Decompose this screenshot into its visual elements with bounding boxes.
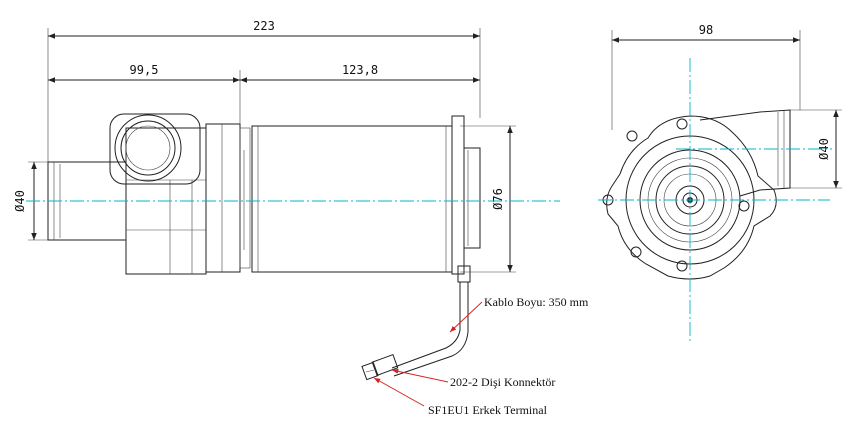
side-view: 223 99,5 123,8 Ø40 Ø76	[13, 19, 589, 417]
dimension-label-98: 98	[699, 23, 713, 37]
dimension-label-o76: Ø76	[491, 188, 505, 210]
dimension-pump-head: 99,5	[48, 63, 240, 83]
dimension-label-inlet-o40: Ø40	[13, 190, 27, 212]
cable	[391, 282, 469, 377]
dimension-outlet-diameter: Ø40	[817, 110, 839, 188]
outlet-boss	[109, 113, 201, 185]
female-connector	[371, 354, 399, 376]
dimension-motor-length: 123,8	[240, 63, 480, 83]
svg-text:Kablo Boyu: 350 mm: Kablo Boyu: 350 mm	[484, 295, 589, 309]
male-terminal	[361, 361, 379, 381]
pump-head	[125, 123, 251, 275]
dimension-label-123-8: 123,8	[342, 63, 378, 77]
annotation-female-connector: 202-2 Dişi Konnektör	[391, 368, 555, 389]
dimension-label-outlet-o40: Ø40	[817, 138, 831, 160]
annotation-cable-length: Kablo Boyu: 350 mm	[449, 295, 589, 333]
front-outlet-pipe	[699, 109, 791, 197]
front-view: 98 Ø40	[598, 23, 842, 344]
dimension-overall-length: 223	[48, 19, 480, 39]
svg-text:SF1EU1 Erkek Terminal: SF1EU1 Erkek Terminal	[428, 403, 548, 417]
dimension-label-223: 223	[253, 19, 275, 33]
svg-text:202-2 Dişi Konnektör: 202-2 Dişi Konnektör	[450, 375, 555, 389]
dimension-front-width: 98	[612, 23, 800, 43]
motor-body	[251, 115, 481, 283]
annotation-male-terminal: SF1EU1 Erkek Terminal	[373, 377, 548, 417]
dimension-motor-diameter: Ø76	[491, 126, 513, 272]
dimension-label-99-5: 99,5	[130, 63, 159, 77]
